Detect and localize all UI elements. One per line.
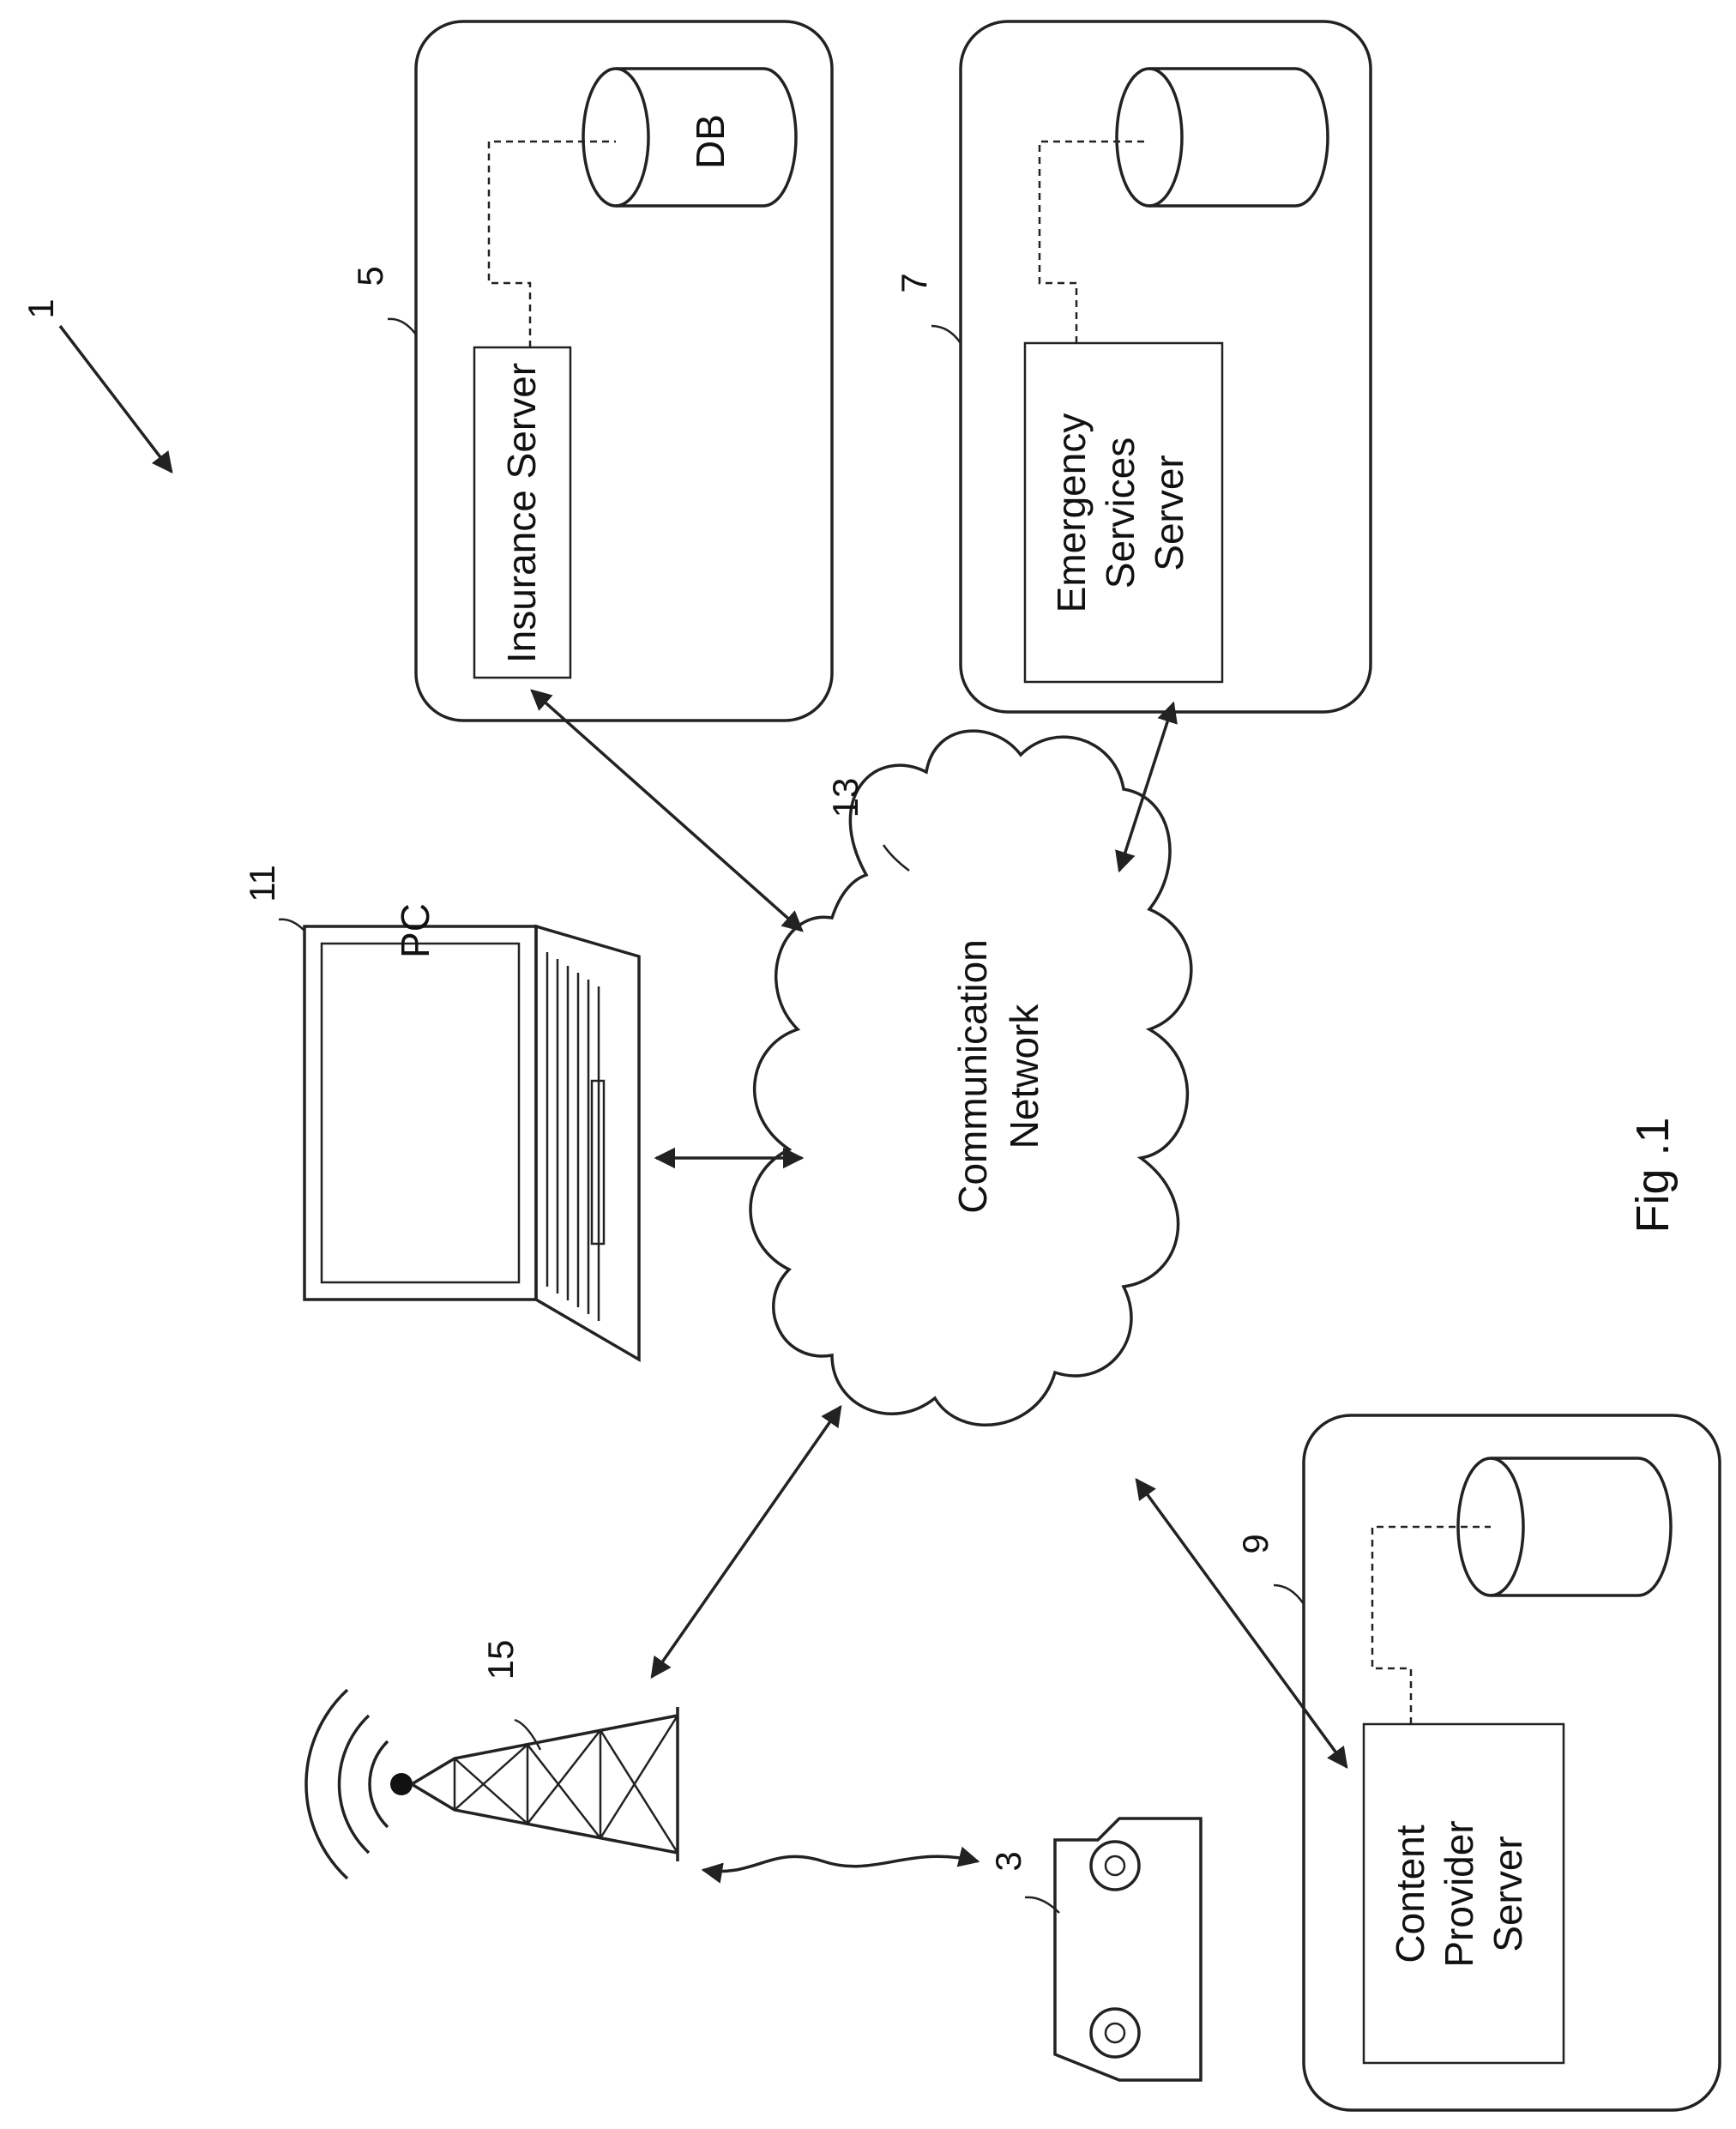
tower-ref-label: 15 [480, 1640, 521, 1680]
tower-antenna [390, 1773, 413, 1795]
tower-leg-lower [412, 1784, 678, 1853]
system-pointer-arrow [60, 326, 172, 472]
network-ref-leader [883, 845, 909, 871]
content-db-link [1372, 1527, 1491, 1724]
vehicle: 3 [988, 1818, 1201, 2080]
vehicle-body [1055, 1818, 1201, 2080]
laptop-screen [322, 944, 519, 1282]
insurance-db-link [489, 142, 616, 347]
pc-ref-leader [279, 920, 304, 931]
pc-label: PC [393, 903, 437, 958]
network-label-1: Communication [950, 939, 995, 1214]
tower-vehicle-wireless-link [703, 1856, 978, 1871]
emergency-ref-leader [931, 326, 961, 343]
emergency-db-link [1040, 142, 1149, 343]
emergency-network-link [1119, 703, 1173, 871]
emergency-ref-label: 7 [894, 273, 934, 293]
tower-network-link [652, 1407, 841, 1677]
network-label-2: Network [1002, 1004, 1046, 1149]
signal-wave-2 [339, 1716, 369, 1853]
insurance-ref-label: 5 [350, 266, 390, 286]
insurance-database: DB [583, 69, 796, 206]
pc-ref-label: 11 [242, 865, 282, 902]
pc-laptop: 11 PC [242, 865, 639, 1360]
insurance-ref-leader [388, 319, 416, 335]
content-block-outline [1304, 1415, 1720, 2110]
communication-network-cloud: Communication Network 13 [750, 731, 1191, 1425]
content-server-label-2: Provider [1437, 1820, 1481, 1967]
insurance-network-link [532, 691, 802, 931]
system-ref-label: 1 [21, 299, 61, 318]
content-ref-leader [1274, 1585, 1304, 1604]
signal-wave-3 [306, 1690, 347, 1879]
insurance-block-outline [416, 21, 832, 721]
emergency-server-label-1: Emergency [1049, 413, 1094, 613]
emergency-block: Emergency Services Server 7 [894, 21, 1371, 712]
laptop-screen-bezel [304, 926, 536, 1300]
content-ref-label: 9 [1235, 1534, 1275, 1553]
emergency-server-label-3: Server [1147, 455, 1191, 570]
emergency-database [1117, 69, 1328, 206]
tower-leg-upper [412, 1716, 678, 1784]
emergency-server-label-2: Services [1098, 437, 1142, 588]
vehicle-wheel-1 [1091, 1842, 1139, 1890]
content-provider-block: Content Provider Server 9 [1235, 1415, 1720, 2110]
db-label: DB [688, 114, 732, 169]
content-server-label-3: Server [1486, 1836, 1530, 1951]
emergency-block-outline [961, 21, 1371, 712]
signal-wave-1 [370, 1741, 388, 1827]
content-network-link [1136, 1480, 1347, 1767]
laptop-keys [547, 952, 604, 1321]
cell-tower: 15 [306, 1640, 678, 1879]
insurance-server-label: Insurance Server [499, 363, 544, 663]
system-reference: 1 [21, 299, 172, 472]
insurance-block: Insurance Server DB 5 [350, 21, 832, 721]
figure-caption: Fig .1 [1627, 1117, 1679, 1233]
vehicle-ref-label: 3 [988, 1851, 1028, 1871]
vehicle-wheel-2 [1091, 2009, 1139, 2057]
content-server-label-1: Content [1388, 1824, 1432, 1963]
network-ref-label: 13 [825, 778, 865, 818]
